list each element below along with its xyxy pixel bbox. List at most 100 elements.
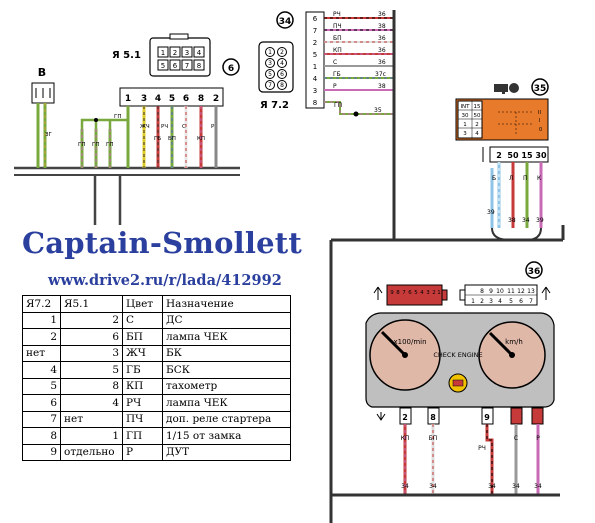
svg-text:6: 6: [280, 71, 284, 78]
svg-text:С: С: [182, 124, 186, 130]
svg-text:34: 34: [522, 217, 530, 224]
cell-color: ЖЧ: [122, 344, 163, 362]
svg-text:БП: БП: [429, 435, 438, 442]
svg-text:4: 4: [475, 131, 479, 137]
svg-text:x100/min: x100/min: [393, 338, 426, 346]
svg-text:30: 30: [535, 151, 547, 160]
cell-ya72: нет: [22, 344, 61, 362]
cell-purpose: 1/15 от замка: [162, 427, 291, 445]
svg-text:2: 2: [496, 151, 502, 160]
svg-text:6: 6: [408, 290, 412, 296]
svg-text:3: 3: [313, 87, 317, 95]
svg-text:34: 34: [534, 483, 542, 490]
cell-ya51: 3: [60, 344, 123, 362]
svg-text:6: 6: [173, 62, 178, 70]
svg-text:4: 4: [280, 60, 284, 67]
svg-text:1: 1: [471, 298, 475, 305]
cell-purpose: БК: [162, 344, 291, 362]
svg-text:II: II: [538, 110, 541, 116]
svg-text:4: 4: [155, 94, 161, 104]
svg-text:С: С: [333, 59, 337, 66]
cell-color: БП: [122, 328, 163, 346]
svg-text:I: I: [539, 118, 540, 124]
ya51-label: Я 5.1: [112, 50, 141, 61]
cell-purpose: тахометр: [162, 377, 291, 395]
header-purpose: Назначение: [162, 295, 291, 313]
svg-text:INT: INT: [460, 104, 470, 110]
svg-text:С: С: [514, 435, 518, 442]
cell-ya51: 8: [60, 377, 123, 395]
svg-text:12: 12: [517, 288, 525, 295]
cell-ya51: 1: [60, 427, 123, 445]
svg-text:ГП: ГП: [106, 142, 114, 148]
watermark-url: www.drive2.ru/r/lada/412992: [48, 272, 282, 289]
svg-text:5: 5: [313, 51, 317, 59]
svg-text:38: 38: [378, 83, 386, 90]
svg-text:Р: Р: [211, 124, 215, 130]
svg-text:36: 36: [378, 59, 386, 66]
v-label: B: [38, 66, 46, 79]
cell-ya51: нет: [60, 410, 123, 428]
connector-ya51-face: Я 5.1 1 2 3 4 5 6 7 8 6: [112, 33, 240, 77]
svg-text:ПЧ: ПЧ: [333, 23, 342, 30]
svg-text:6: 6: [228, 64, 234, 74]
svg-text:30: 30: [462, 113, 469, 119]
svg-text:7: 7: [313, 27, 317, 35]
cell-color: ГП: [122, 427, 163, 445]
svg-text:БП: БП: [333, 35, 342, 42]
cell-ya72: 9: [22, 443, 61, 461]
header-color: Цвет: [122, 295, 163, 313]
svg-text:8: 8: [396, 290, 400, 296]
cell-ya72: 7: [22, 410, 61, 428]
table-header-row: Я7.2 Я5.1 Цвет Назначение: [22, 295, 291, 313]
svg-text:ГП: ГП: [92, 142, 100, 148]
svg-text:Б: Б: [492, 175, 496, 182]
svg-text:ЗГ: ЗГ: [45, 132, 53, 138]
ya51-wire-labels: ЗГ ГП ГП ГП ГП ЖЧ ГБ РЧ БП С КП Р: [45, 114, 215, 148]
instrument-cluster: 36 9 8 7 6 5 4 3 2 1 8 9 10 11 12 13 1 2: [331, 261, 560, 497]
svg-text:3: 3: [463, 131, 467, 137]
svg-text:4: 4: [197, 49, 202, 57]
ya72-wires: [324, 17, 394, 117]
svg-text:38: 38: [378, 23, 386, 30]
svg-text:ГБ: ГБ: [333, 71, 341, 78]
svg-text:50: 50: [507, 151, 519, 160]
cell-ya51: 6: [60, 328, 123, 346]
svg-text:2: 2: [313, 39, 317, 47]
svg-text:ГБ: ГБ: [154, 136, 161, 142]
svg-text:0: 0: [539, 127, 542, 133]
svg-text:5: 5: [169, 94, 175, 104]
svg-text:7: 7: [268, 82, 272, 89]
header-ya51: Я5.1: [60, 295, 123, 313]
svg-text:3: 3: [141, 94, 147, 104]
svg-text:39: 39: [487, 209, 495, 216]
svg-text:10: 10: [496, 288, 504, 295]
cell-ya72: 8: [22, 427, 61, 445]
svg-text:11: 11: [507, 288, 515, 295]
svg-text:37с: 37с: [375, 71, 386, 78]
svg-text:3: 3: [426, 290, 430, 296]
svg-text:1: 1: [313, 63, 317, 71]
svg-text:8: 8: [430, 413, 436, 422]
svg-text:1: 1: [125, 94, 131, 104]
svg-text:8: 8: [280, 82, 284, 89]
svg-text:7: 7: [185, 62, 189, 70]
svg-text:КП: КП: [401, 435, 410, 442]
svg-text:34: 34: [279, 17, 292, 27]
cell-ya51: отдельно: [60, 443, 123, 461]
svg-text:36: 36: [378, 47, 386, 54]
badge-34: [276, 11, 294, 29]
svg-text:2: 2: [480, 298, 484, 305]
svg-text:8: 8: [197, 62, 201, 70]
cell-purpose: ДУТ: [162, 443, 291, 461]
svg-text:36: 36: [528, 267, 541, 277]
svg-text:ГП: ГП: [334, 102, 342, 109]
header-ya72: Я7.2: [22, 295, 61, 313]
svg-text:Р: Р: [536, 435, 540, 442]
